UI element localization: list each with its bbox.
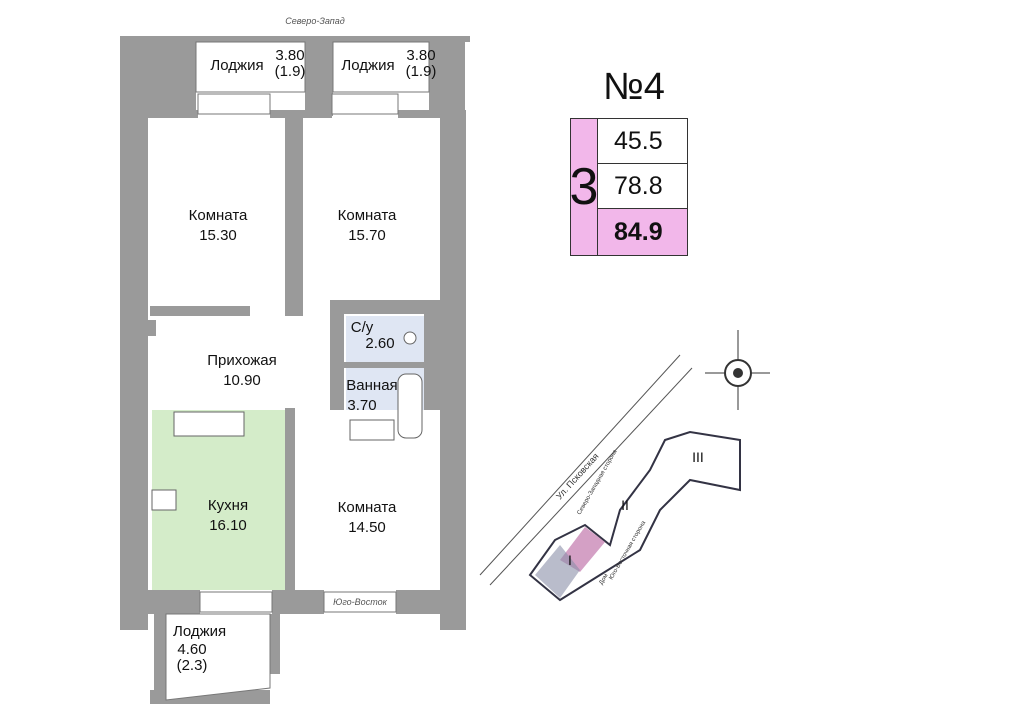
street-line-1 [479, 354, 681, 576]
bath-area: 3.70 [347, 397, 376, 414]
sink-icon [349, 419, 395, 441]
floor-plan: Северо-Запад Юго-Восток Лоджия 3.80 (1.9… [120, 16, 470, 704]
windows [197, 93, 399, 613]
loggia-1-area: 3.80 [275, 47, 304, 64]
compass-icon [705, 330, 770, 410]
hallway-name: Прихожая [207, 352, 277, 369]
stove-icon [151, 489, 177, 511]
loggia-1 [195, 41, 306, 93]
wc-name: С/у [351, 319, 374, 336]
total-with-loggia: 84.9 [598, 209, 687, 255]
loggia-2-reduced: (1.9) [406, 63, 437, 80]
street-line-2 [489, 367, 693, 586]
area-table: 3 45.5 78.8 84.9 [570, 118, 688, 256]
loggia-1-name: Лоджия [210, 57, 263, 74]
orientation-bottom: Юго-Восток [333, 597, 387, 607]
walls [120, 36, 470, 704]
loggia-2-name: Лоджия [341, 57, 394, 74]
loggia-1-reduced: (1.9) [275, 63, 306, 80]
loggia-3-area: 4.60 [177, 641, 206, 658]
loggia-3-reduced: (2.3) [177, 657, 208, 674]
room-1-name: Комната [189, 207, 248, 224]
room-3-area: 14.50 [348, 519, 386, 536]
room-3-name: Комната [338, 499, 397, 516]
loggia-2 [332, 41, 430, 93]
loggia-2-area: 3.80 [406, 47, 435, 64]
bath-name: Ванная [346, 377, 397, 394]
wc-area: 2.60 [365, 335, 394, 352]
room-2-area: 15.70 [348, 227, 386, 244]
side-se-label: Юго-Восточная сторона [609, 520, 648, 581]
section-1-highlight [560, 527, 605, 572]
loggia-3-name: Лоджия [173, 623, 226, 640]
apartment-number: №4 [603, 66, 665, 108]
kitchen-counter [173, 411, 245, 437]
toilet-icon [403, 331, 417, 345]
loggia-3 [165, 613, 271, 701]
side-nw-label: Северо-Западная сторона [577, 449, 619, 516]
room-2-name: Комната [338, 207, 397, 224]
room-1-area: 15.30 [199, 227, 237, 244]
room-2 [303, 118, 438, 300]
kitchen-name: Кухня [208, 497, 248, 514]
living-area: 45.5 [598, 119, 687, 164]
room-count: 3 [570, 119, 598, 255]
bathtub-icon [397, 373, 423, 439]
building [528, 430, 741, 602]
orientation-top: Северо-Запад [285, 16, 344, 26]
room-1 [156, 118, 285, 306]
kitchen-area: 16.10 [209, 517, 247, 534]
section-label-1: I [568, 552, 572, 568]
house-label: Дом [599, 573, 610, 586]
section-1 [535, 545, 580, 598]
total-area: 78.8 [598, 164, 687, 209]
street-name: Ул. Псковская [554, 451, 601, 501]
hallway-area: 10.90 [223, 372, 261, 389]
section-label-3: III [692, 449, 704, 465]
section-label-2: II [621, 497, 629, 513]
